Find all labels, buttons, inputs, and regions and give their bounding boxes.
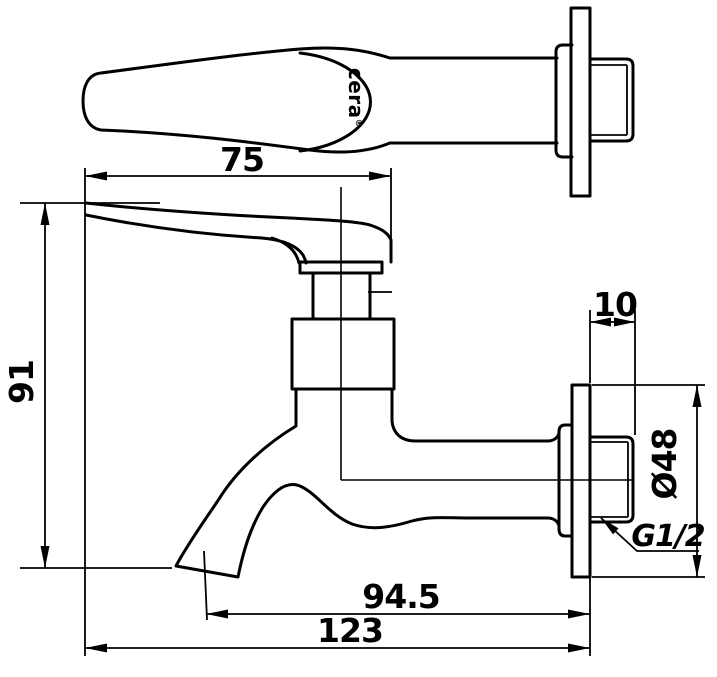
dimension-handle-length: 75 <box>85 140 391 181</box>
dimension-flange-offset: 10 <box>590 285 638 327</box>
wall-collar <box>557 423 574 538</box>
arrowhead <box>692 385 702 407</box>
arrowhead <box>85 643 107 653</box>
arrowhead <box>692 555 702 577</box>
thread-nut-front-detail <box>590 441 629 518</box>
valve-body <box>290 317 396 391</box>
spout-outline <box>174 387 561 579</box>
dim-label-123: 123 <box>317 611 383 650</box>
dim-label-75: 75 <box>220 140 264 179</box>
handle-boss-arc <box>298 51 372 153</box>
callout-thread-size: G1/2 <box>600 517 706 554</box>
dim-label-d48: Ø48 <box>645 429 684 500</box>
top-view: cera® <box>81 6 635 198</box>
handle-neck <box>388 56 559 145</box>
brand-logo: cera® <box>344 68 368 128</box>
thread-nut-front-view <box>588 435 635 524</box>
arrowhead <box>601 518 619 535</box>
dimensions: 75 91 10 Ø48 G1/2 <box>2 140 706 656</box>
dim-label-94-5: 94.5 <box>362 577 439 616</box>
dimension-spout-projection: 94.5 <box>206 577 590 619</box>
wall-plate-front-view <box>570 383 592 579</box>
arrowhead <box>206 609 228 619</box>
dim-label-10: 10 <box>593 285 637 324</box>
dimension-flange-diameter: Ø48 <box>645 385 702 577</box>
arrowhead <box>590 317 611 327</box>
arrowhead <box>40 203 50 225</box>
dim-label-91: 91 <box>2 360 41 404</box>
handle-grip-outline <box>81 46 392 154</box>
valve-stem <box>311 271 372 321</box>
extension-lines <box>20 168 705 656</box>
dimension-total-projection: 123 <box>85 611 590 653</box>
wall-arm <box>390 387 561 443</box>
brand-name: cera <box>344 68 368 119</box>
arrowhead <box>568 643 590 653</box>
dimension-overall-height: 91 <box>2 203 50 568</box>
handle-side-profile <box>84 201 393 265</box>
thread-label: G1/2 <box>631 519 704 554</box>
front-view <box>84 187 635 579</box>
arrowhead <box>40 546 50 568</box>
thread-nut-top-view <box>588 57 635 143</box>
neck-collar <box>554 43 574 159</box>
arrowhead <box>85 171 107 181</box>
brand-mark: ® <box>353 119 363 129</box>
thread-nut-detail <box>590 64 628 136</box>
wall-plate-top-view <box>569 6 592 198</box>
arrowhead <box>614 317 635 327</box>
handle-base-collar <box>298 260 384 275</box>
arrowhead <box>568 609 590 619</box>
arrowhead <box>369 171 391 181</box>
